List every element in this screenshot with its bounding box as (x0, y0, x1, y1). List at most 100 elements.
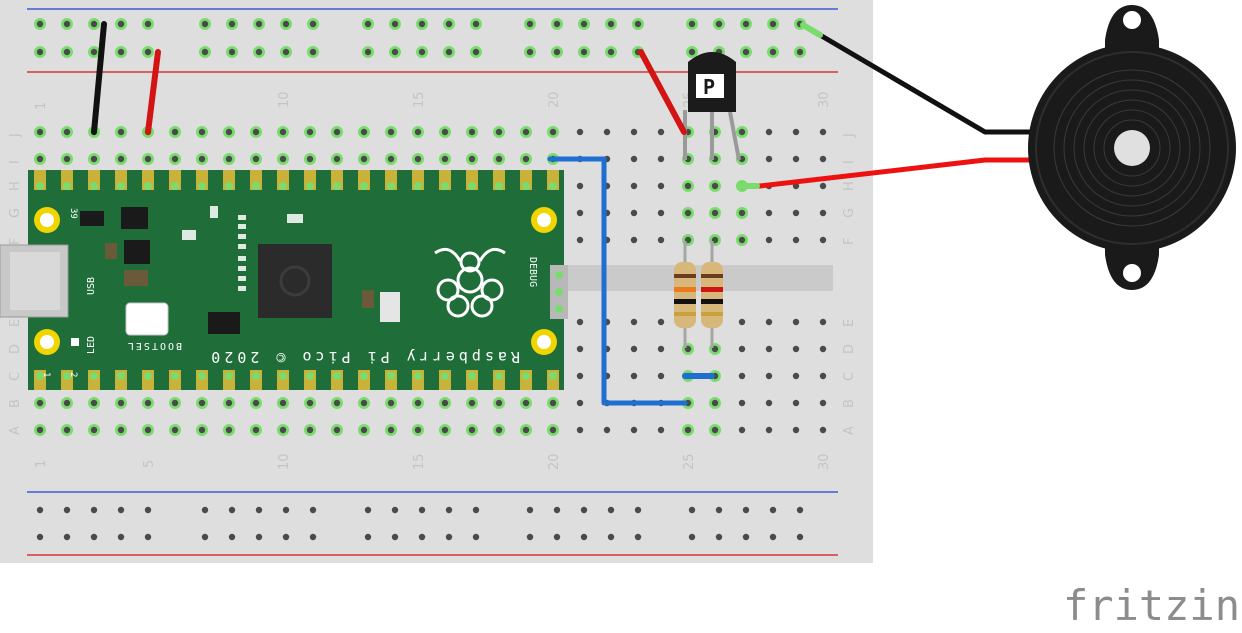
rail-hole (36, 506, 44, 514)
pico-pad (441, 372, 449, 380)
pico-pad (549, 182, 557, 190)
debug-header (550, 265, 568, 319)
breadboard-hole (657, 318, 665, 326)
pico-pad (306, 182, 314, 190)
breadboard-hole (387, 155, 395, 163)
pico-crystal (380, 292, 400, 322)
rail-hole (418, 48, 426, 56)
breadboard-hole (576, 426, 584, 434)
breadboard-hole (198, 128, 206, 136)
breadboard-hole (738, 209, 746, 217)
rail-hole (418, 20, 426, 28)
rail-hole (391, 48, 399, 56)
rail-hole (445, 506, 453, 514)
breadboard-hole (522, 399, 530, 407)
pico-pad (387, 372, 395, 380)
rail-hole (769, 533, 777, 541)
breadboard-hole (576, 345, 584, 353)
breadboard-hole (387, 128, 395, 136)
breadboard-hole (819, 182, 827, 190)
row-letter-left: B (8, 399, 23, 408)
pico-pad (522, 372, 530, 380)
pico-pad (252, 182, 260, 190)
breadboard-hole (576, 236, 584, 244)
rail-hole (553, 533, 561, 541)
pico-pad (495, 182, 503, 190)
rail-hole (634, 533, 642, 541)
pin-label-2: 2 (68, 372, 78, 377)
pico-pad (468, 372, 476, 380)
pico-pad (144, 182, 152, 190)
row-letter-left: I (8, 160, 23, 164)
breadboard-hole (117, 128, 125, 136)
breadboard-hole (765, 236, 773, 244)
rail-hole (117, 533, 125, 541)
breadboard-hole (819, 155, 827, 163)
breadboard-hole (576, 182, 584, 190)
pico-pad (117, 182, 125, 190)
rail-hole (445, 533, 453, 541)
pico-pad (414, 182, 422, 190)
breadboard-hole (549, 128, 557, 136)
breadboard-hole (387, 399, 395, 407)
breadboard-hole (522, 128, 530, 136)
breadboard-hole (90, 155, 98, 163)
column-number-top: 15 (412, 91, 427, 108)
breadboard-hole (468, 128, 476, 136)
breadboard-hole (819, 236, 827, 244)
pico-pads (34, 170, 559, 390)
breadboard-hole (765, 372, 773, 380)
rail-hole (144, 533, 152, 541)
breadboard-hole (765, 128, 773, 136)
breadboard-hole (819, 399, 827, 407)
capacitor-column (238, 215, 246, 291)
breadboard-hole (792, 155, 800, 163)
wire-red-transistor (638, 49, 687, 135)
rail-hole (117, 48, 125, 56)
rail-hole (742, 48, 750, 56)
rp2040-chip (258, 244, 332, 318)
rail-hole (553, 20, 561, 28)
breadboard-hole (765, 345, 773, 353)
breadboard-hole (630, 318, 638, 326)
rail-hole (282, 20, 290, 28)
breadboard-hole (468, 426, 476, 434)
rail-hole (688, 48, 696, 56)
row-letter-right: C (842, 372, 857, 381)
breadboard-hole (657, 426, 665, 434)
rail-hole (90, 48, 98, 56)
column-number-top: 30 (817, 91, 832, 108)
rail-hole (769, 48, 777, 56)
rail-hole (201, 506, 209, 514)
breadboard-hole (738, 318, 746, 326)
rail-hole (580, 48, 588, 56)
column-number-bottom: 30 (817, 453, 832, 470)
breadboard-hole (495, 128, 503, 136)
pico-pad (198, 372, 206, 380)
breadboard-hole (819, 128, 827, 136)
rail-hole (144, 48, 152, 56)
breadboard-hole (630, 128, 638, 136)
rail-hole (228, 506, 236, 514)
rail-hole (553, 506, 561, 514)
rail-hole (364, 48, 372, 56)
pico-pad (90, 182, 98, 190)
breadboard-hole (630, 345, 638, 353)
rail-hole (364, 533, 372, 541)
breadboard-hole (792, 426, 800, 434)
rail-hole (391, 506, 399, 514)
rail-hole (769, 506, 777, 514)
rail-hole (255, 533, 263, 541)
breadboard-hole (36, 155, 44, 163)
rail-hole (36, 48, 44, 56)
breadboard-hole (171, 155, 179, 163)
row-letter-right: E (842, 319, 857, 327)
pico-pad (333, 372, 341, 380)
column-numbers: 11015202530151015202530 (34, 91, 832, 470)
breadboard-hole (657, 345, 665, 353)
pico-pad (441, 182, 449, 190)
rail-hole (580, 533, 588, 541)
pico-pad (414, 372, 422, 380)
breadboard-hole (63, 426, 71, 434)
breadboard-hole (144, 426, 152, 434)
